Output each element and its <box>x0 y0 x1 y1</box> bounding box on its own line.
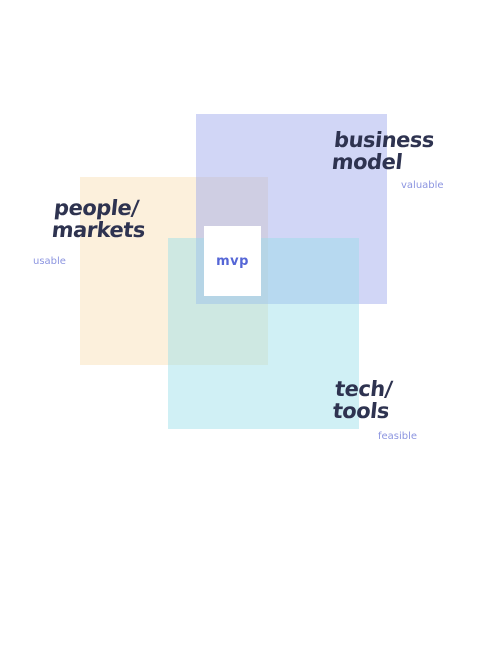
tech-tools-area <box>168 238 359 429</box>
mvp-label: mvp <box>216 253 249 269</box>
valuable-label: valuable <box>401 180 444 191</box>
business-model-heading: business model <box>330 128 436 174</box>
people-markets-heading: people/ markets <box>50 196 147 242</box>
tech-tools-heading: tech/ tools <box>331 377 394 423</box>
mvp-box: mvp <box>204 226 261 296</box>
usable-label: usable <box>33 256 66 267</box>
feasible-label: feasible <box>378 431 418 442</box>
